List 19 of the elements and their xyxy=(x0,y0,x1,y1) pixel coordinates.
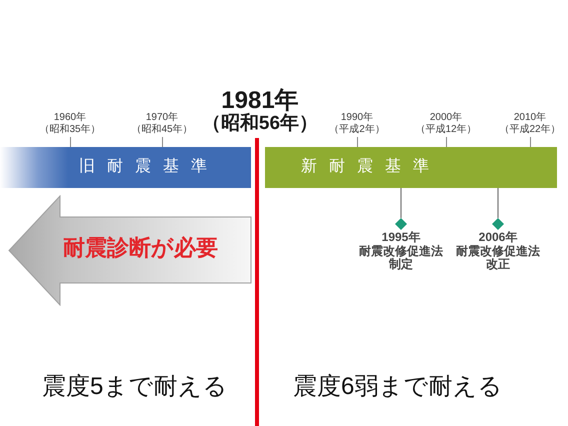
era-band xyxy=(0,147,251,188)
intensity-label: 震度6弱まで耐える xyxy=(293,373,502,401)
milestone-label: 耐震改修促進法制定 xyxy=(358,244,444,272)
milestone-label: 2006年 xyxy=(478,231,518,244)
era-band xyxy=(265,147,557,188)
year-label: 1990年（平成2年） xyxy=(329,112,385,135)
year-label: 1960年（昭和35年） xyxy=(39,112,101,135)
year-heading: 1981年（昭和56年） xyxy=(200,89,320,135)
intensity-label: 震度5まで耐える xyxy=(42,373,228,401)
milestone-label: 耐震改修促進法改正 xyxy=(455,244,541,272)
connector-line xyxy=(400,188,402,218)
year-label: 2010年（平成22年） xyxy=(499,112,561,135)
milestone-label: 1995年 xyxy=(382,231,420,244)
year-label: 1970年（昭和45年） xyxy=(131,112,193,135)
connector-line xyxy=(497,188,499,218)
year-label: 2000年（平成12年） xyxy=(415,112,477,135)
band-label: 旧耐震基準 xyxy=(79,157,219,177)
arrow-label: 耐震診断が必要 xyxy=(63,235,218,261)
band-label: 新耐震基準 xyxy=(301,157,441,177)
